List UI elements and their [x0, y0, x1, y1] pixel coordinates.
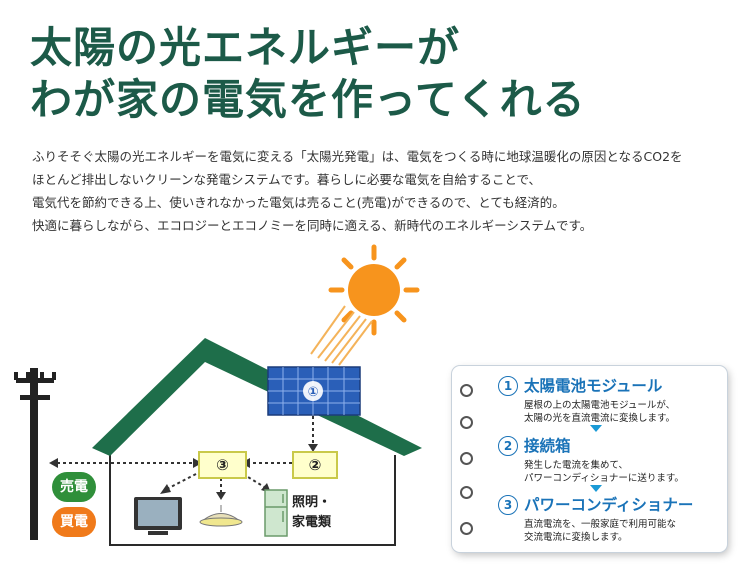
step-title-text: パワーコンディショナー [524, 496, 694, 514]
step-title-text: 太陽電池モジュール [524, 377, 663, 395]
legend-step-desc: 直流電流を、一般家庭で利用可能な 交流電流に変換します。 [524, 518, 693, 544]
legend-step-desc: 屋根の上の太陽電池モジュールが、 太陽の光を直流電流に変換します。 [524, 399, 675, 425]
step-desc-line: 交流電流に変換します。 [524, 532, 628, 543]
step-arrow-down [590, 425, 602, 432]
intro-line-3: 電気代を節約できる上、使いきれなかった電気は売ること(売電)ができるので、とても… [32, 195, 565, 210]
step-number: 3 [498, 495, 518, 515]
binder-ring [460, 452, 473, 465]
appliance-label-line-2: 家電類 [292, 515, 332, 530]
step-arrow-down [590, 485, 602, 492]
lamp-icon [199, 505, 243, 527]
utility-pole-icon [14, 368, 56, 540]
junction-box-label: ② [308, 456, 322, 474]
sell-power-label: 売電 [60, 479, 88, 495]
sell-power-badge: 売電 [52, 472, 96, 502]
step-desc-line: パワーコンディショナーに送ります。 [524, 473, 684, 484]
house-outline [109, 455, 396, 546]
title-line-1: 太陽の光エネルギーが [30, 23, 461, 72]
appliance-label-line-1: 照明・ [292, 495, 332, 510]
intro-line-1: ふりそそぐ太陽の光エネルギーを電気に変える「太陽光発電」は、電気をつくる時に地球… [32, 149, 683, 164]
appliance-label: 照明・ 家電類 [292, 493, 331, 533]
solar-panel-icon: ① [267, 366, 361, 416]
legend-step-3: 3 パワーコンディショナー 直流電流を、一般家庭で利用可能な 交流電流に変換します… [498, 493, 693, 544]
step-desc-line: 屋根の上の太陽電池モジュールが、 [524, 400, 676, 411]
legend-card: 1 太陽電池モジュール 屋根の上の太陽電池モジュールが、 太陽の光を直流電流に変換… [452, 366, 727, 552]
step-desc-line: 発生した電流を集めて、 [524, 460, 629, 471]
intro-text: ふりそそぐ太陽の光エネルギーを電気に変える「太陽光発電」は、電気をつくる時に地球… [32, 145, 732, 237]
legend-step-title: 3 パワーコンディショナー [498, 493, 693, 515]
roof [92, 338, 422, 456]
legend-step-title: 1 太陽電池モジュール [498, 374, 675, 396]
power-conditioner-label: ③ [216, 456, 229, 474]
power-conditioner-box: ③ [198, 451, 247, 479]
buy-power-badge: 買電 [52, 507, 96, 537]
sunlight-rays [310, 305, 373, 366]
legend-step-desc: 発生した電流を集めて、 パワーコンディショナーに送ります。 [524, 459, 684, 485]
refrigerator-icon [264, 489, 288, 537]
legend-step-1: 1 太陽電池モジュール 屋根の上の太陽電池モジュールが、 太陽の光を直流電流に変換… [498, 374, 675, 425]
junction-box: ② [292, 451, 338, 479]
binder-ring [460, 522, 473, 535]
step-title-text: 接続箱 [524, 437, 571, 455]
step-number: 1 [498, 376, 518, 396]
binder-ring [460, 384, 473, 397]
legend-step-title: 2 接続箱 [498, 434, 684, 456]
buy-power-label: 買電 [60, 514, 88, 530]
step-desc-line: 直流電流を、一般家庭で利用可能な [524, 519, 677, 530]
binder-ring [460, 486, 473, 499]
intro-line-4: 快適に暮らしながら、エコロジーとエコノミーを同時に適える、新時代のエネルギーシス… [32, 218, 593, 233]
intro-line-2: ほとんど排出しないクリーンな発電システムです。暮らしに必要な電気を自給することで… [32, 172, 542, 187]
binder-ring [460, 416, 473, 429]
sun-icon [328, 244, 420, 336]
panel-label: ① [307, 385, 318, 400]
step-number: 2 [498, 436, 518, 456]
legend-step-2: 2 接続箱 発生した電流を集めて、 パワーコンディショナーに送ります。 [498, 434, 684, 485]
title-line-2: わが家の電気を作ってくれる [30, 75, 586, 124]
tv-icon [134, 497, 182, 535]
flow-arrowheads [49, 444, 318, 500]
page-title: 太陽の光エネルギーが わが家の電気を作ってくれる [30, 22, 586, 126]
step-desc-line: 太陽の光を直流電流に変換します。 [524, 413, 676, 424]
